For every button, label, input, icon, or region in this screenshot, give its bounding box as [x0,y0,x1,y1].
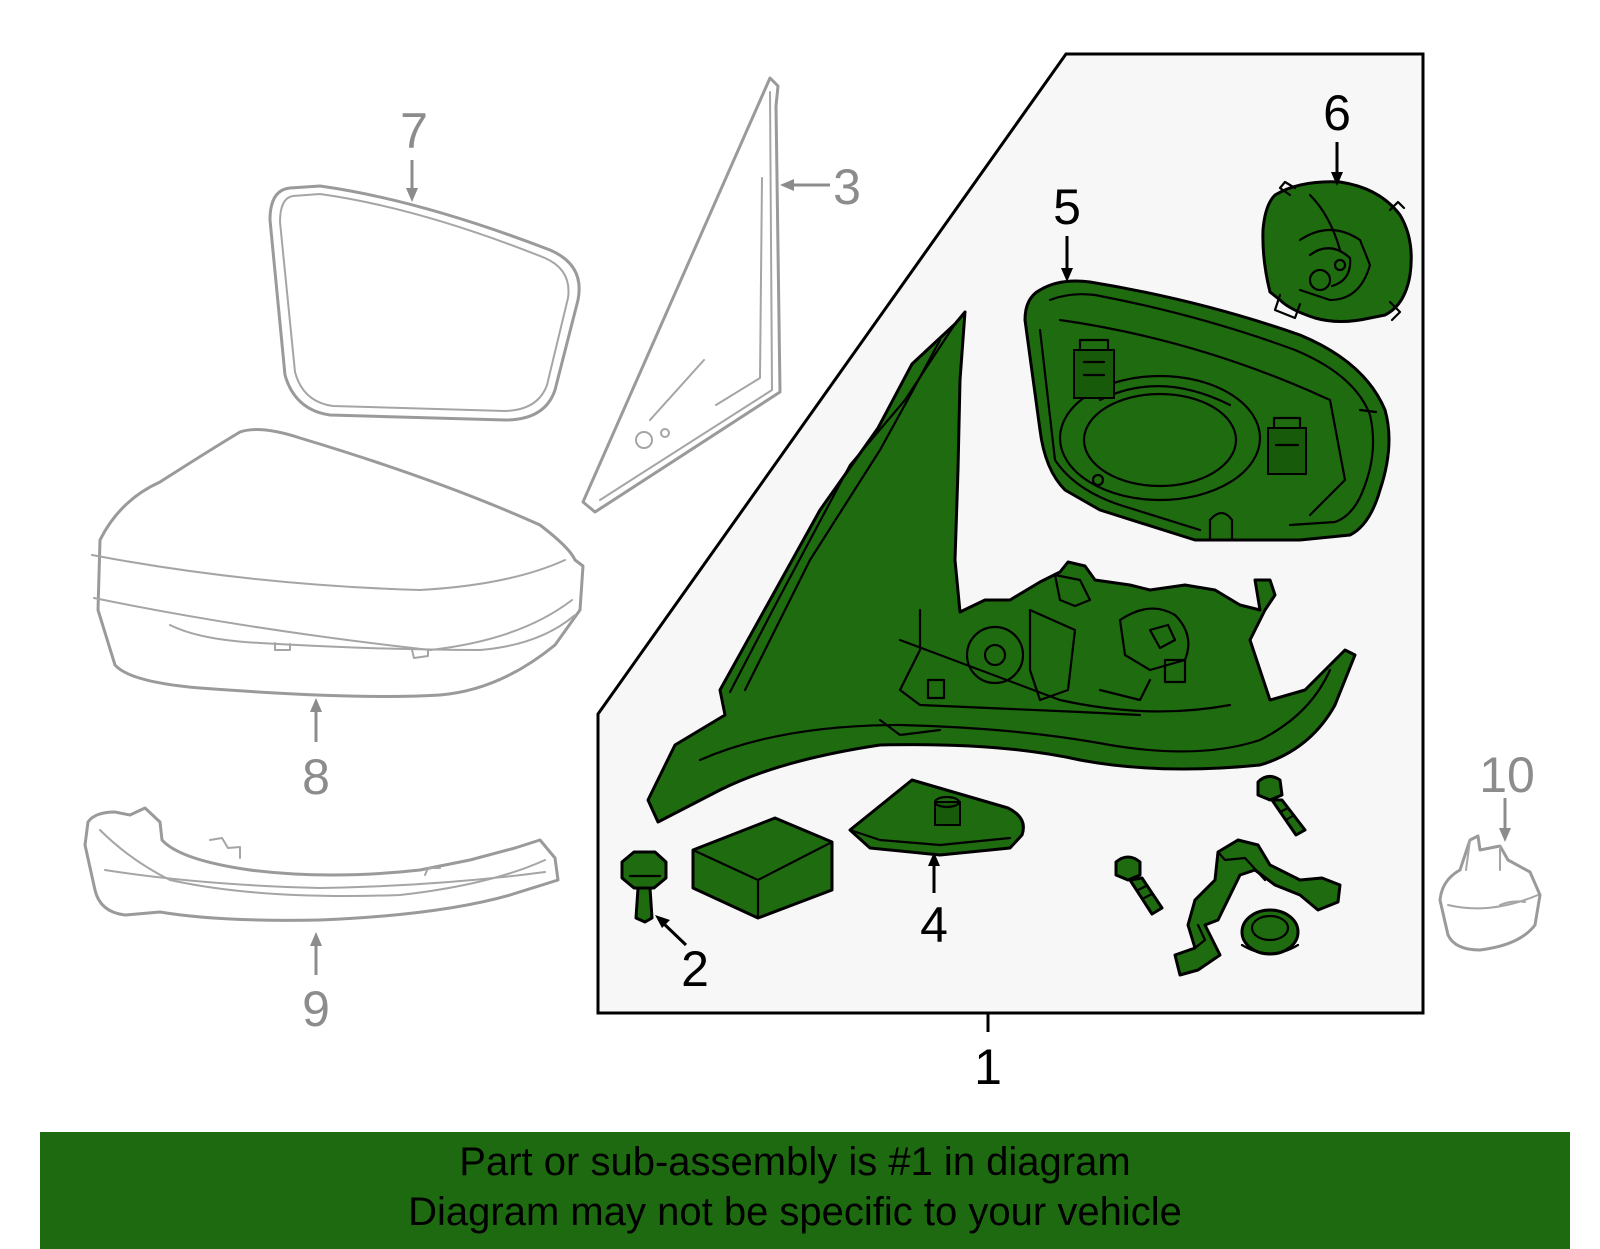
part-9-turn-signal[interactable] [83,806,560,922]
assembly-1-panel [596,52,1425,1015]
part-3-triangle-cover[interactable] [581,76,782,514]
part-7-mirror-glass[interactable] [268,184,581,422]
info-banner: Part or sub-assembly is #1 in diagram Di… [40,1132,1570,1249]
part-5-backing-plate[interactable] [1023,279,1391,542]
callout-1: 1 [974,1039,1002,1095]
part-8-mirror-cap[interactable] [91,428,585,698]
part-1-screw-a[interactable] [1256,775,1307,837]
part-6-motor[interactable] [1261,180,1413,323]
callout-6: 6 [1323,85,1351,141]
part-1-pad-block[interactable] [691,816,834,920]
banner-line-1: Part or sub-assembly is #1 in diagram [459,1140,1131,1184]
callout-9: 9 [302,981,330,1037]
callout-7: 7 [400,103,428,159]
part-4-seal-plate[interactable] [848,778,1025,857]
callout-4: 4 [920,897,948,953]
part-2-plug[interactable] [620,850,668,924]
banner-line-2: Diagram may not be specific to your vehi… [408,1190,1182,1234]
callout-arrows [310,142,1511,1032]
callout-2: 2 [681,941,709,997]
part-1-wire-bracket[interactable] [1173,838,1342,977]
part-1-mirror-base[interactable] [646,310,1357,824]
part-1-grommet[interactable] [1240,908,1300,956]
callout-10: 10 [1479,747,1535,803]
part-10-connector[interactable] [1438,834,1542,952]
callout-8: 8 [302,749,330,805]
callout-5: 5 [1053,179,1081,235]
part-1-screw-b[interactable] [1114,855,1164,916]
callout-3: 3 [833,159,861,215]
